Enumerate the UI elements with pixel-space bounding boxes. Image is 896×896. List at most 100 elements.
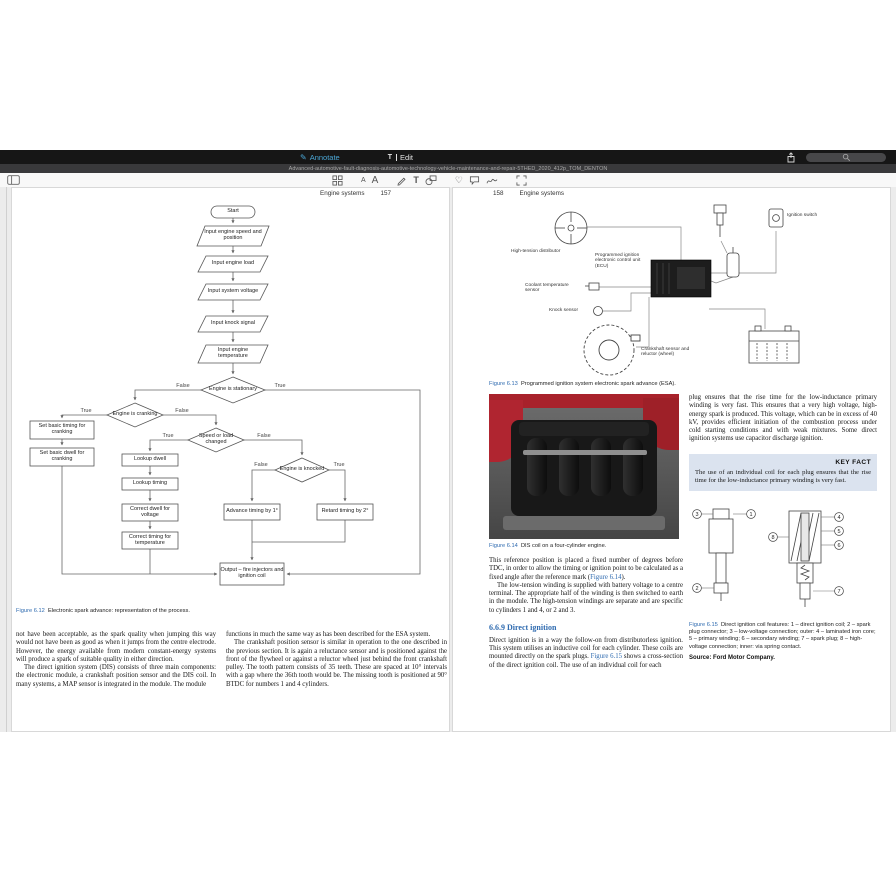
branch-label-true: True bbox=[333, 462, 344, 468]
figure-6-14-link[interactable]: Figure 6.14 bbox=[590, 573, 622, 581]
key-fact-title: KEY FACT bbox=[835, 458, 871, 466]
label-coolant-sensor: Coolant temperature sensor bbox=[525, 283, 569, 294]
flowchart-node-engine-stationary: Engine is stationary bbox=[209, 386, 257, 393]
search-input[interactable] bbox=[806, 152, 886, 162]
label-ecu: Programmed ignition electronic control u… bbox=[595, 253, 641, 269]
figure-6-15-link[interactable]: Figure 6.15 bbox=[590, 653, 623, 661]
figure-6-15-diagram: 3 1 2 8 4 5 6 7 bbox=[689, 503, 877, 617]
caret-bar-icon bbox=[396, 153, 398, 161]
page-number-158: 158 bbox=[493, 190, 504, 197]
edit-label: Edit bbox=[400, 152, 413, 162]
flowchart-node-output: Output – fire injectors and ignition coi… bbox=[220, 567, 284, 579]
annotate-button[interactable]: ✎ Annotate bbox=[300, 153, 340, 162]
callout-3: 3 bbox=[695, 512, 698, 518]
ignition-coil-schematic: 3 1 2 8 4 5 6 7 bbox=[692, 508, 844, 608]
flowchart-node-input-load: Input engine load bbox=[211, 260, 255, 267]
paragraph: The crankshaft position sensor is simila… bbox=[226, 639, 447, 688]
heart-icon[interactable]: ♡ bbox=[454, 174, 463, 185]
figure-6-12-text: Electronic spark advance: representation… bbox=[47, 608, 190, 614]
branch-label-true: True bbox=[162, 433, 173, 439]
figure-6-14-text: DIS coil on a four-cylinder engine. bbox=[520, 543, 607, 549]
esa-system-schematic bbox=[554, 204, 800, 376]
figure-6-15-caption: Figure 6.15 Direct ignition coil feature… bbox=[689, 622, 877, 651]
paragraph: The direct ignition system (DIS) consist… bbox=[16, 664, 216, 688]
flowchart-node-engine-knocked: Engine is knocked bbox=[279, 466, 325, 473]
flowchart-figure-6-12: False True True False True False False T… bbox=[20, 202, 445, 604]
callout-2: 2 bbox=[695, 586, 698, 592]
intake-runner bbox=[527, 438, 547, 496]
label-crankshaft-sensor: Crankshaft sensor and reluctor (wheel) bbox=[641, 347, 690, 358]
figure-6-13-diagram: High-tension distributor Programmed igni… bbox=[481, 197, 883, 378]
signature-icon[interactable] bbox=[486, 175, 498, 186]
intake-runner bbox=[591, 438, 611, 496]
intake-runner bbox=[559, 438, 579, 496]
flowchart-node-start: Start bbox=[227, 208, 239, 215]
flowchart-node-set-basic-dwell: Set basic dwell for cranking bbox=[39, 450, 85, 462]
flowchart-node-speed-load: Speed or load changed bbox=[198, 433, 234, 445]
callout-8: 8 bbox=[771, 535, 774, 541]
annotate-pencil-icon: ✎ bbox=[300, 152, 307, 162]
figure-6-15-label: Figure 6.15 bbox=[689, 622, 718, 629]
key-fact-box: KEY FACT The use of an individual coil f… bbox=[689, 453, 877, 492]
battery-drawing bbox=[748, 325, 800, 364]
callout-1: 1 bbox=[749, 512, 752, 518]
figure-6-14-caption: Figure 6.14 DIS coil on a four-cylinder … bbox=[489, 543, 683, 550]
distributor-drawing bbox=[554, 211, 588, 245]
flowchart-node-correct-timing: Correct timing for temperature bbox=[128, 533, 172, 546]
label-ignition-switch: Ignition switch bbox=[787, 213, 818, 218]
left-page-column-2: functions in much the same way as has be… bbox=[226, 631, 447, 689]
flowchart-node-engine-cranking: Engine is cranking bbox=[112, 411, 158, 418]
search-icon bbox=[842, 153, 850, 161]
branch-label-false: False bbox=[254, 462, 267, 468]
callout-6: 6 bbox=[837, 543, 840, 549]
flowchart-node-input-knock: Input knock signal bbox=[210, 320, 256, 327]
fuel-rail bbox=[523, 450, 647, 455]
key-fact-body: The use of an individual coil for each p… bbox=[695, 468, 871, 484]
text-tool-icon[interactable]: T bbox=[413, 175, 419, 185]
left-page-column-1: not have been acceptable, as the spark q… bbox=[16, 631, 216, 689]
sidebar-toggle-icon[interactable] bbox=[7, 175, 20, 185]
flowchart-node-lookup-dwell: Lookup dwell bbox=[133, 456, 167, 463]
figure-6-13-text: Programmed ignition system electronic sp… bbox=[520, 381, 676, 387]
car-body-red-top bbox=[489, 394, 679, 408]
right-page-left-column: This reference position is placed a fixe… bbox=[489, 557, 683, 670]
text-size-large-icon[interactable]: A bbox=[371, 174, 379, 186]
paragraph-text: shows a cross-section of the direct igni… bbox=[489, 653, 683, 669]
ecu-drawing bbox=[650, 259, 712, 298]
flowchart-node-correct-dwell: Correct dwell for voltage bbox=[129, 505, 171, 518]
ignition-switch-drawing bbox=[768, 208, 784, 228]
toolbar: A A T ♡ bbox=[0, 173, 896, 188]
coolant-sensor-drawing bbox=[585, 282, 600, 291]
pen-icon[interactable] bbox=[396, 175, 407, 186]
shapes-icon[interactable] bbox=[425, 175, 437, 186]
flowchart-node-input-speed: Input engine speed and position bbox=[204, 229, 262, 241]
branch-label-false: False bbox=[176, 383, 189, 389]
share-icon[interactable] bbox=[786, 151, 796, 163]
menu-bar: ✎ Annotate T Edit bbox=[0, 150, 896, 164]
window-edge-divider bbox=[6, 187, 7, 732]
branch-label-false: False bbox=[257, 433, 270, 439]
knock-sensor-drawing bbox=[593, 306, 603, 316]
paragraph-text: Direct ignition is in a way the follow-o… bbox=[489, 636, 683, 661]
edit-button[interactable]: T Edit bbox=[388, 153, 413, 162]
thumbnails-grid-icon[interactable] bbox=[332, 175, 343, 186]
right-page-right-column: plug ensures that the rise time for the … bbox=[689, 394, 877, 661]
crop-expand-icon[interactable] bbox=[516, 175, 527, 186]
flowchart-diagram: False True True False True False False T… bbox=[29, 205, 421, 586]
paragraph: The low-tension winding is supplied with… bbox=[489, 581, 683, 614]
paragraph-text: This reference position is placed a fixe… bbox=[489, 557, 683, 581]
ignition-coil-drawing bbox=[726, 247, 740, 278]
text-cursor-icon: T bbox=[387, 153, 393, 161]
figure-6-15-text: Direct ignition coil features: 1 – direc… bbox=[689, 622, 876, 650]
running-head-right: 158 Engine systems bbox=[493, 190, 564, 197]
flowchart-node-retard-timing: Retard timing by 2° bbox=[321, 508, 369, 515]
running-head-label: Engine systems bbox=[519, 190, 564, 197]
source-credit: Source: Ford Motor Company. bbox=[689, 654, 775, 661]
figure-6-12-label: Figure 6.12 bbox=[16, 608, 45, 614]
text-size-small-icon[interactable]: A bbox=[361, 176, 366, 184]
paragraph: not have been acceptable, as the spark q… bbox=[16, 631, 216, 663]
comment-icon[interactable] bbox=[469, 175, 480, 186]
figure-6-14-label: Figure 6.14 bbox=[489, 543, 518, 549]
pdf-page-158: 158 Engine systems bbox=[452, 187, 891, 732]
